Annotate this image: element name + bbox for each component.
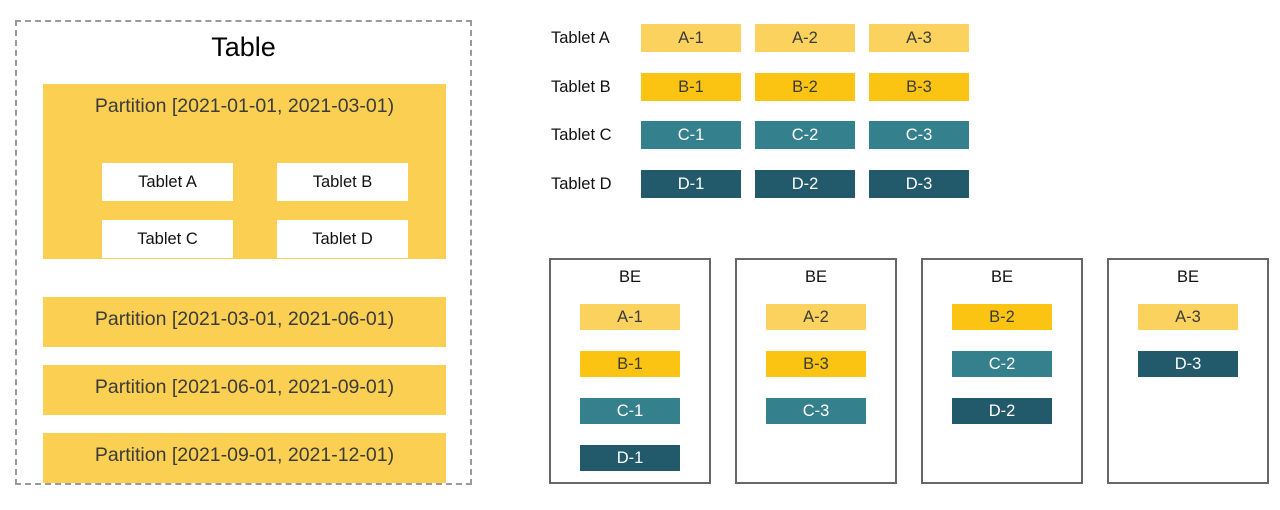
tablet-replica-chip: D-2 [755, 169, 855, 198]
page-title: Table [211, 32, 276, 62]
partition-block: Partition [2021-09-01, 2021-12-01) [43, 433, 446, 483]
be-node-title: BE [804, 268, 827, 286]
tablet-row-label: Tablet D [551, 174, 612, 193]
partition-label: Partition [2021-09-01, 2021-12-01) [94, 444, 395, 466]
tablet-row: Tablet C C-1 C-2 C-3 [551, 121, 981, 149]
tablet-replica-chip: B-1 [641, 72, 741, 101]
tablet-replica-chip: C-3 [869, 121, 969, 149]
tablet-row-label: Tablet B [551, 77, 611, 96]
tablet-row: Tablet B B-1 B-2 B-3 [551, 72, 981, 101]
tablet-row-label: Tablet A [551, 29, 610, 47]
tablet-row: Tablet A A-1 A-2 A-3 [551, 24, 981, 52]
be-replica-chip: A-1 [580, 304, 680, 330]
be-replica-chip: B-1 [580, 351, 680, 377]
be-replica-chip: B-3 [766, 351, 866, 377]
tablet-replica-chip: B-3 [869, 72, 969, 101]
tablet-replica-chip: A-3 [869, 24, 969, 52]
tablet-replica-chip: D-3 [869, 169, 969, 198]
partition-block: Partition [2021-01-01, 2021-03-01) Table… [43, 84, 446, 259]
partition-block: Partition [2021-03-01, 2021-06-01) [43, 297, 446, 347]
tablet-box-d: Tablet D [277, 220, 408, 258]
partition-label: Partition [2021-06-01, 2021-09-01) [94, 376, 395, 398]
be-node-title: BE [990, 268, 1013, 286]
tablet-box-a: Tablet A [102, 163, 233, 201]
tablet-replica-chip: C-2 [755, 121, 855, 149]
tablet-box-b: Tablet B [277, 163, 408, 201]
be-node-title: BE [618, 268, 641, 286]
partition-label: Partition [2021-03-01, 2021-06-01) [94, 308, 395, 330]
be-replica-chip: D-3 [1138, 351, 1238, 377]
be-replica-chip: C-3 [766, 398, 866, 424]
tablet-box-c: Tablet C [102, 220, 233, 258]
be-replica-chip: B-2 [952, 304, 1052, 330]
tablet-replica-chip: A-2 [755, 24, 855, 52]
tablet-replica-chip: A-1 [641, 24, 741, 52]
tablet-replica-chip: B-2 [755, 72, 855, 101]
partition-block: Partition [2021-06-01, 2021-09-01) [43, 365, 446, 415]
be-replica-chip: D-1 [580, 445, 680, 471]
be-node-title: BE [1176, 268, 1199, 286]
table-container: Table Partition [2021-01-01, 2021-03-01)… [15, 20, 472, 485]
tablet-replica-chip: D-1 [641, 169, 741, 198]
be-replica-chip: D-2 [952, 398, 1052, 424]
tablet-replica-chip: C-1 [641, 121, 741, 149]
tablet-row: Tablet D D-1 D-2 D-3 [551, 169, 981, 198]
be-replica-chip: A-2 [766, 304, 866, 330]
partition-label: Partition [2021-01-01, 2021-03-01) [94, 95, 395, 117]
be-replica-chip: A-3 [1138, 304, 1238, 330]
be-replica-chip: C-1 [580, 398, 680, 424]
tablet-row-label: Tablet C [551, 126, 612, 144]
be-replica-chip: C-2 [952, 351, 1052, 377]
